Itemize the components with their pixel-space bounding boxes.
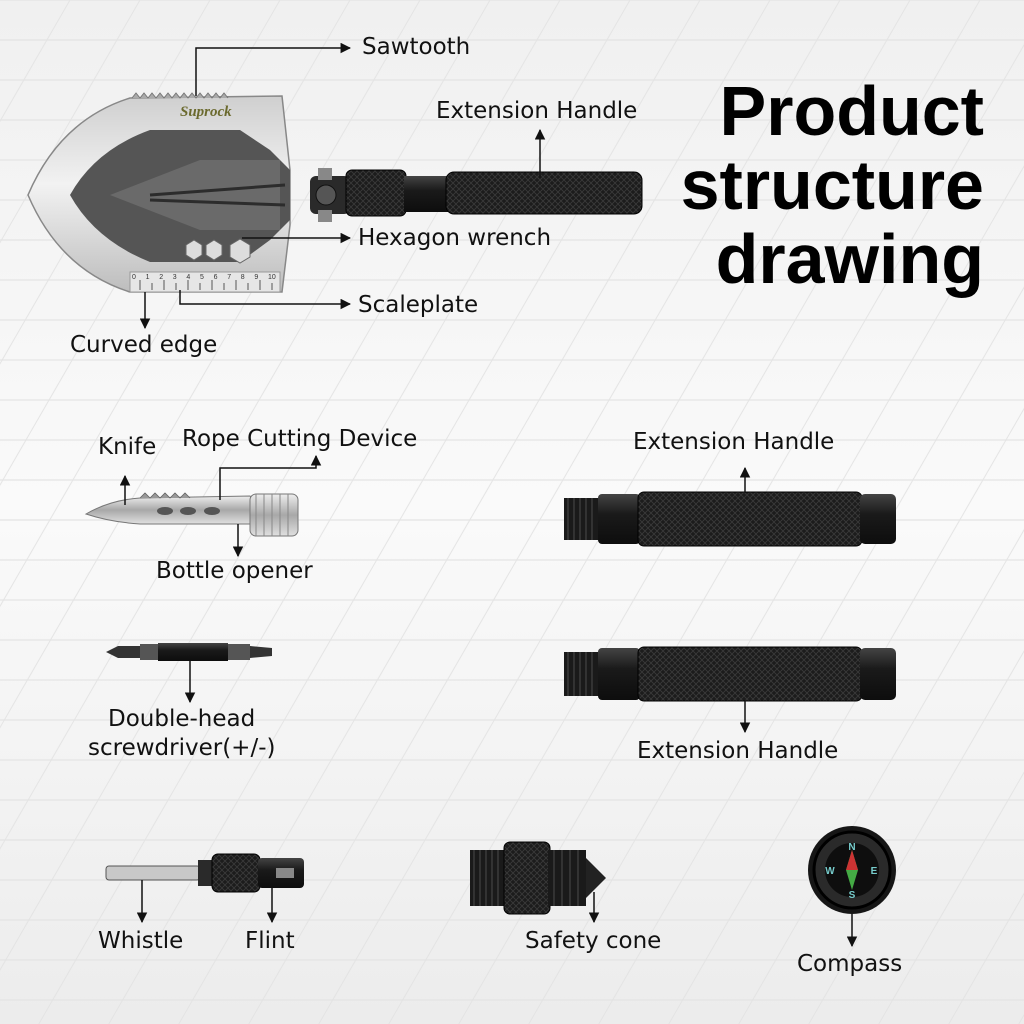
title-line-3: drawing	[715, 220, 984, 298]
scale-number: 4	[186, 274, 190, 281]
label-knife: Knife	[98, 434, 157, 460]
compass-letter-e: E	[871, 866, 878, 877]
title-line-1: Product	[719, 72, 984, 150]
extension-handle-1	[564, 491, 896, 547]
scale-number: 5	[200, 274, 204, 281]
label-bottle-opener: Bottle opener	[156, 558, 313, 584]
extension-handle-2	[564, 646, 896, 702]
screwdriver-bit	[106, 643, 272, 661]
scale-number: 1	[146, 274, 150, 281]
scale-number: 0	[132, 274, 136, 281]
label-safety-cone: Safety cone	[525, 928, 662, 954]
label-compass: Compass	[797, 951, 903, 977]
label-flint: Flint	[245, 928, 295, 954]
compass-tool	[808, 826, 896, 914]
scale-number: 2	[159, 274, 163, 281]
safety-cone-tool	[470, 841, 606, 915]
compass-letters: N E S W	[825, 842, 877, 901]
scale-number: 6	[214, 274, 218, 281]
label-screwdriver-line-1: Double-head	[108, 706, 256, 732]
shovel-handle	[310, 168, 643, 222]
label-extension-handle-2: Extension Handle	[637, 738, 839, 764]
scale-number: 8	[241, 274, 245, 281]
knife-tool	[84, 492, 299, 537]
scale-number: 3	[173, 274, 177, 281]
shovel-head	[27, 92, 291, 293]
label-sawtooth: Sawtooth	[362, 34, 471, 60]
label-hexagon-wrench: Hexagon wrench	[358, 225, 552, 251]
compass-letter-n: N	[848, 842, 855, 853]
scale-numbers: 0 1 2 3 4 5 6 7 8 9 10	[132, 274, 276, 281]
compass-letter-s: S	[849, 890, 856, 901]
label-rope-cutting-device: Rope Cutting Device	[182, 426, 418, 452]
label-extension-handle-top: Extension Handle	[436, 98, 638, 124]
page-title: Product structure drawing	[681, 74, 984, 296]
brand-logo: Suprock	[180, 104, 232, 120]
compass-letter-w: W	[825, 866, 835, 877]
label-curved-edge: Curved edge	[70, 332, 218, 358]
label-screwdriver-line-2: screwdriver(+/-)	[88, 735, 276, 761]
scale-number: 10	[268, 274, 276, 281]
label-whistle: Whistle	[98, 928, 184, 954]
scale-number: 7	[227, 274, 231, 281]
label-scaleplate: Scaleplate	[358, 292, 479, 318]
label-extension-handle-1: Extension Handle	[633, 429, 835, 455]
whistle-flint-tool	[105, 853, 304, 893]
title-line-2: structure	[680, 146, 984, 224]
whistle-flint-callout-arrows	[136, 880, 278, 924]
knife-callout-arrows	[119, 454, 322, 558]
shovel-callout-arrows	[139, 42, 546, 330]
scale-number: 9	[254, 274, 258, 281]
